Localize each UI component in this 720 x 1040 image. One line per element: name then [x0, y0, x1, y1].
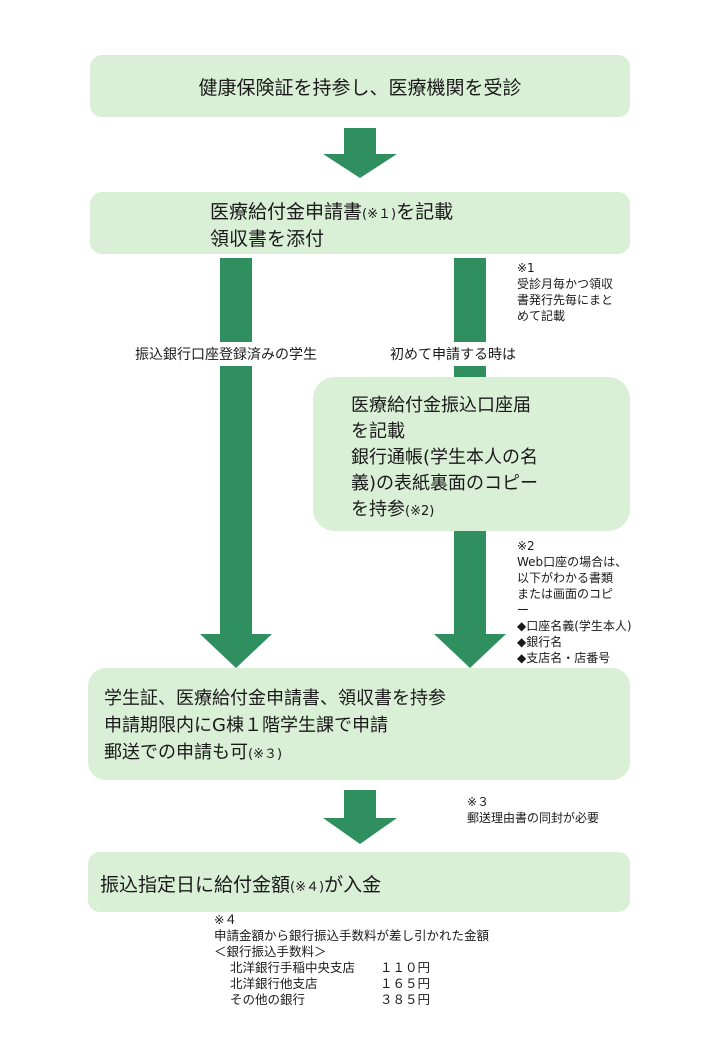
bank-step-line: 銀行通帳(学生本人の名	[351, 447, 539, 468]
bank-step-line: 義)の表紙裏面のコピー	[351, 473, 539, 494]
note-2-line: Web口座の場合は、	[517, 555, 628, 569]
fee-row: 北洋銀行他支店 １６５円	[214, 976, 489, 992]
bank-step-line: を持参	[351, 499, 405, 520]
note-1-mark: ※1	[517, 261, 535, 275]
step-bank-account: 医療給付金振込口座届 を記載 銀行通帳(学生本人の名 義)の表紙裏面のコピー を…	[313, 377, 630, 531]
fee-amount: １１０円	[380, 960, 431, 975]
fee-header: ＜銀行振込手数料＞	[214, 944, 327, 959]
note-2-line: ー	[517, 603, 530, 617]
note-3-text: 郵送理由書の同封が必要	[467, 811, 600, 825]
submit-step-line: 郵送での申請も可	[104, 742, 248, 763]
note-1-line: 受診月毎かつ領収	[517, 277, 614, 291]
application-form-text: 医療給付金申請書	[210, 201, 363, 223]
step-visit-clinic: 健康保険証を持参し、医療機関を受診	[90, 55, 630, 117]
step-payment-received: 振込指定日に給付金額(※４)が入金	[88, 852, 630, 912]
note-ref-2: (※2)	[405, 504, 435, 519]
note-2-line: または画面のコピ	[517, 587, 614, 601]
note-4-line: 申請金額から銀行振込手数料が差し引かれた金額	[214, 928, 490, 943]
submit-step-line: 申請期限内にG棟１階学生課で申請	[104, 715, 388, 736]
note-1-line: めて記載	[517, 309, 566, 323]
step-visit-clinic-text: 健康保険証を持参し、医療機関を受診	[198, 77, 522, 99]
note-3-mark: ※３	[467, 795, 490, 809]
fee-bank-name: 北洋銀行手稲中央支店	[230, 960, 356, 975]
branch-label-registered: 振込銀行口座登録済みの学生	[135, 342, 317, 366]
payment-tail: が入金	[324, 874, 382, 896]
step-submit-application: 学生証、医療給付金申請書、領収書を持参 申請期限内にG棟１階学生課で申請 郵送で…	[88, 668, 630, 780]
fee-amount: １６５円	[380, 976, 431, 991]
note-4-mark: ※４	[214, 912, 237, 927]
note-2-item: ◆口座名義(学生本人)	[517, 619, 632, 633]
note-2-item: ◆銀行名	[517, 635, 563, 649]
note-4: ※４ 申請金額から銀行振込手数料が差し引かれた金額 ＜銀行振込手数料＞ 北洋銀行…	[214, 912, 489, 1008]
note-2-line: 以下がわかる書類	[517, 571, 614, 585]
fee-row: その他の銀行 ３８５円	[214, 992, 489, 1008]
fill-in-text: を記載	[396, 201, 454, 223]
attach-receipt-text: 領収書を添付	[210, 228, 325, 250]
fee-amount: ３８５円	[380, 992, 431, 1007]
step-fill-application: 医療給付金申請書(※１)を記載 領収書を添付	[90, 192, 630, 254]
bank-step-line: 医療給付金振込口座届	[351, 395, 531, 416]
note-2-item: ◆支店名・店番号	[517, 651, 611, 665]
bank-step-line: を記載	[351, 421, 405, 442]
note-1-line: 書発行先毎にまと	[517, 293, 614, 307]
note-3: ※３ 郵送理由書の同封が必要	[467, 794, 599, 826]
fee-row: 北洋銀行手稲中央支店 １１０円	[214, 960, 489, 976]
fee-bank-name: その他の銀行	[230, 992, 306, 1007]
payment-text: 振込指定日に給付金額	[100, 874, 291, 896]
fee-bank-name: 北洋銀行他支店	[230, 976, 318, 991]
submit-step-line: 学生証、医療給付金申請書、領収書を持参	[104, 688, 446, 709]
note-1: ※1 受診月毎かつ領収 書発行先毎にまと めて記載	[517, 260, 613, 324]
note-ref-1: (※１)	[362, 207, 397, 222]
note-ref-4: (※４)	[290, 880, 325, 895]
note-2-mark: ※2	[517, 539, 535, 553]
note-ref-3: (※３)	[248, 747, 283, 762]
note-2: ※2 Web口座の場合は、 以下がわかる書類 または画面のコピ ー ◆口座名義(…	[517, 538, 632, 666]
branch-label-first-time: 初めて申請する時は	[390, 342, 516, 366]
